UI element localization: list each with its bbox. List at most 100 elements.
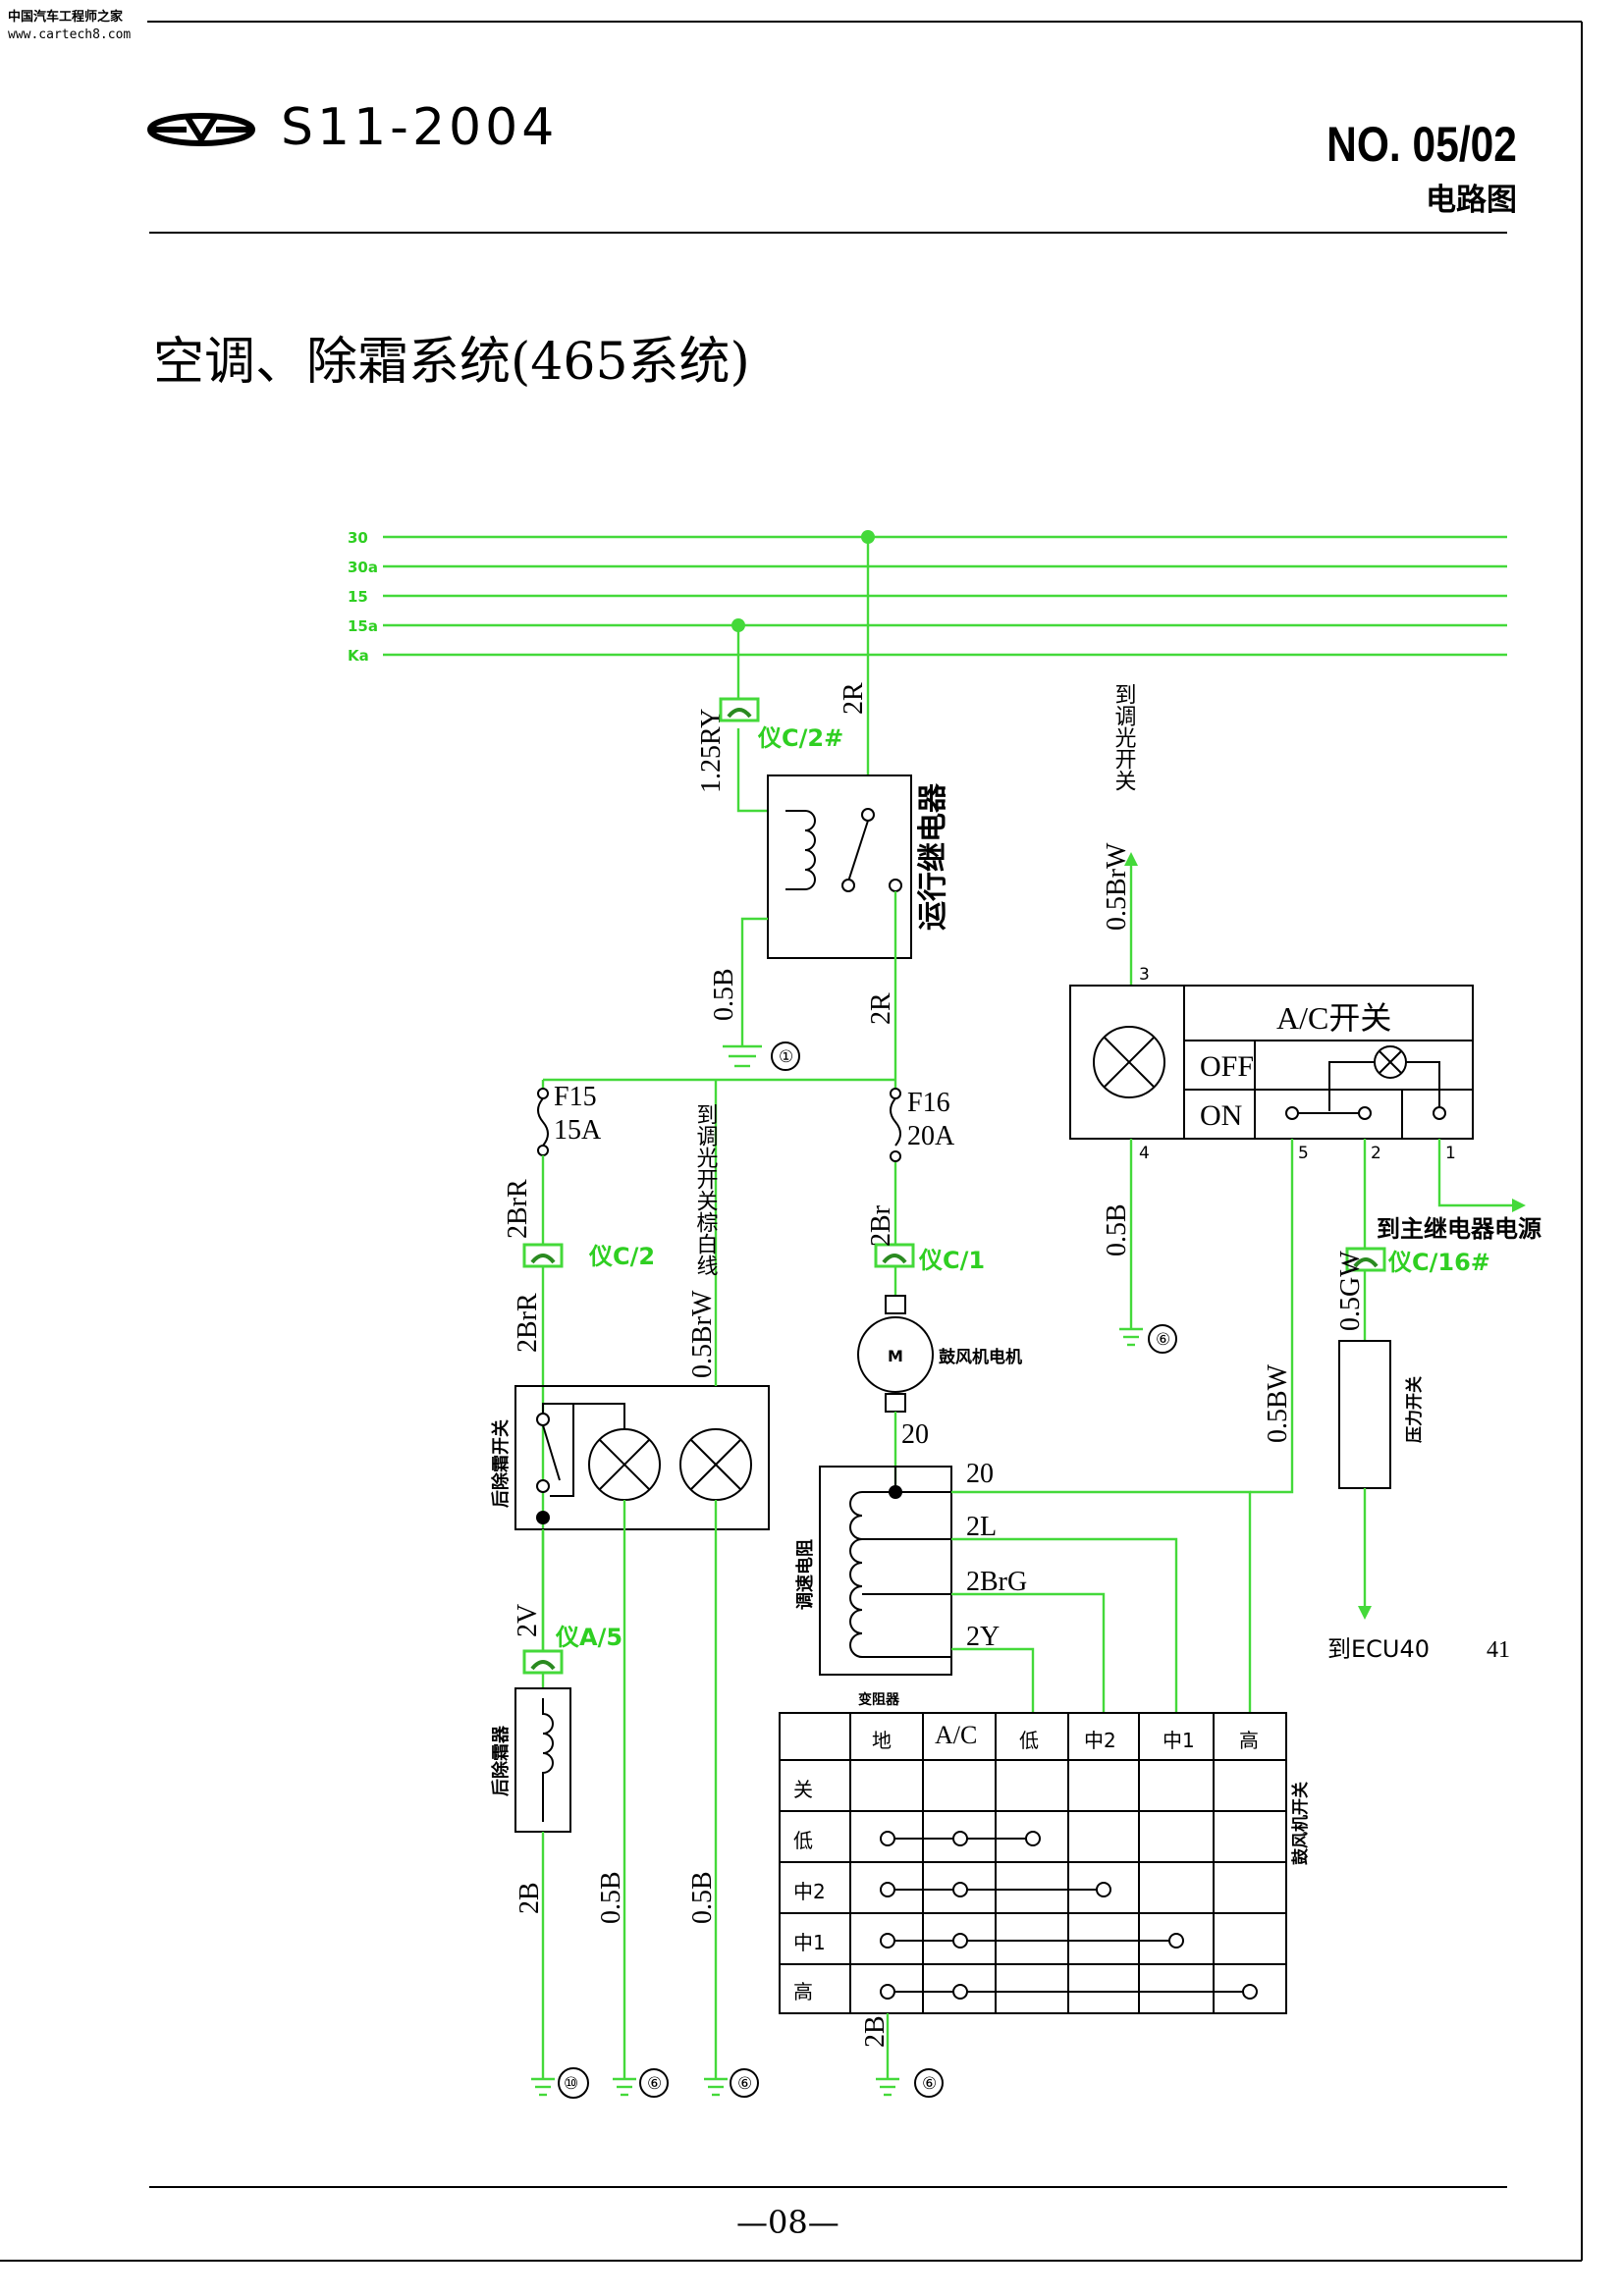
to-ecu-label: 到ECU40 [1327, 1635, 1430, 1663]
fuse-name: F16 [907, 1088, 950, 1118]
pin-label: 1 [1445, 1144, 1456, 1163]
column-header: 高 [1239, 1729, 1259, 1752]
coil-icon [849, 1491, 951, 1658]
wire-label: 0.5BrW [687, 1290, 718, 1378]
switch-title: A/C开关 [1276, 1000, 1391, 1036]
heater-label: 后除霜器 [490, 1725, 512, 1796]
wire-label: 0.5B [1102, 1203, 1132, 1256]
lamp-icon [1374, 1045, 1407, 1079]
watermark-url: www.cartech8.com [8, 27, 132, 42]
lamp-icon [679, 1428, 752, 1501]
wire-label: 0.5B [709, 968, 739, 1021]
pin-label: 4 [1139, 1144, 1150, 1163]
arrow-icon [1512, 1199, 1526, 1212]
wire-label: 2BrR [513, 1293, 543, 1353]
connector-label: 仪C/16# [1387, 1249, 1490, 1276]
resistor-label: 调速电阻 [794, 1539, 816, 1610]
pin-label: 3 [1139, 965, 1150, 985]
fuse-rating: 20A [907, 1121, 955, 1151]
wire-label: 2B [860, 2015, 891, 2048]
coil-icon [542, 1698, 554, 1822]
connector-icon [874, 1243, 915, 1268]
wire-label: 0.5GW [1335, 1251, 1366, 1331]
connector-label: 仪C/1 [918, 1247, 985, 1274]
pressure-switch-label: 压力开关 [1404, 1376, 1425, 1443]
ground-icon: ⑥ [876, 2068, 944, 2098]
column-header: A/C [935, 1721, 977, 1749]
ground-icon: ① [723, 1041, 800, 1071]
contact-dot [880, 1831, 1258, 2000]
document-number: NO. 05/02 [1326, 117, 1517, 172]
column-header: 低 [1019, 1729, 1039, 1752]
arrow-icon [1124, 852, 1138, 866]
motor-icon: M [857, 1316, 934, 1393]
fuse-rating: 15A [554, 1115, 602, 1146]
wire-label: 20 [901, 1419, 929, 1450]
switch-off: OFF [1200, 1050, 1254, 1083]
fuse-icon: F15 15A [537, 1080, 602, 1156]
column-header: 中2 [1084, 1729, 1116, 1752]
bus-label: Ka [348, 647, 369, 665]
row-header: 中2 [793, 1880, 826, 1903]
wire-label: 2BrR [503, 1179, 533, 1239]
fuse-icon: F16 20A [890, 1080, 955, 1162]
to-dimmer-label: 到调光开关 [1111, 683, 1137, 791]
switch-label: 后除霜开关 [490, 1419, 512, 1508]
row-header: 关 [793, 1778, 813, 1801]
switch-on: ON [1200, 1099, 1242, 1132]
pin-label: 5 [1298, 1144, 1309, 1163]
switch-side-label: 鼓风机开关 [1290, 1782, 1311, 1865]
relay-label: 运行继电器 [916, 782, 950, 931]
connector-label: 仪A/5 [555, 1624, 622, 1651]
ac-switch: 到调光开关 0.5BrW 3 A/C开关 OFF ON [1069, 683, 1542, 1663]
row-header: 高 [793, 1980, 813, 2003]
wire-label: 0.5BrW [1102, 842, 1132, 931]
tap-label: 2Y [966, 1622, 1000, 1652]
wire-label: 2V [513, 1604, 543, 1637]
bus-label: 30a [348, 559, 378, 576]
row-header: 中1 [793, 1931, 826, 1954]
arrow-icon [1358, 1606, 1372, 1620]
page-number: —08— [736, 2204, 839, 2241]
motor-symbol: M [888, 1347, 903, 1365]
blower-switch-table: 变阻器 地 A/C 低 中2 中1 高 关 低 中2 中1 高 [779, 1691, 1311, 2098]
wire-label: 0.5B [596, 1871, 626, 1924]
lamp-icon [1093, 1026, 1165, 1098]
column-header: 地 [872, 1729, 892, 1752]
ground-number: ⑩ [564, 2074, 578, 2094]
run-relay: 1.25RY 2R 0.5B 2R 运行继电器 仪C/2# [696, 537, 950, 1080]
column-header: 中1 [1163, 1729, 1195, 1752]
ground-icon: ⑥ [613, 2068, 669, 2098]
document-type: 电路图 [1426, 183, 1517, 218]
wire-label: 2R [866, 992, 896, 1025]
fuse-name: F15 [554, 1082, 597, 1112]
chery-logo-icon [147, 113, 255, 146]
bus-label: 15 [348, 588, 368, 606]
ground-number: ⑥ [922, 2074, 937, 2094]
blower-circuit: 2Br 仪C/1 M 鼓风机电机 20 调速电阻 20 2L 2BrG 2Y [794, 1162, 1252, 1713]
wire-label: 2Br [866, 1204, 896, 1247]
lamp-icon [588, 1428, 661, 1501]
row-header: 低 [793, 1829, 813, 1852]
wire-label: 0.5BW [1263, 1363, 1293, 1443]
bus-label: 30 [348, 529, 368, 547]
power-bus: 30 30a 15 15a Ka [348, 529, 1507, 665]
pin-label: 2 [1371, 1144, 1381, 1163]
to-dimmer-label: 到调光开关棕白线 [693, 1103, 719, 1276]
model-code: S11-2004 [281, 98, 559, 157]
connector-label: 仪C/2# [757, 724, 843, 752]
connector-label: 仪C/2 [588, 1243, 655, 1270]
ground-icon: ⑥ [1119, 1324, 1177, 1354]
wire-label: 2B [514, 1882, 545, 1914]
page-title: 空调、除霜系统(465系统) [153, 333, 750, 392]
tap-label: 20 [966, 1459, 994, 1489]
ground-number: ① [779, 1047, 793, 1067]
rear-defrost-circuit: 2BrR 仪C/2 2BrR 后除霜开关 [490, 1080, 770, 2079]
wire-label: 0.5B [687, 1871, 718, 1924]
connector-icon [522, 1243, 564, 1268]
tap-label: 2BrG [966, 1567, 1027, 1597]
ground-number: ⑥ [647, 2074, 662, 2094]
connector-icon [719, 697, 760, 722]
